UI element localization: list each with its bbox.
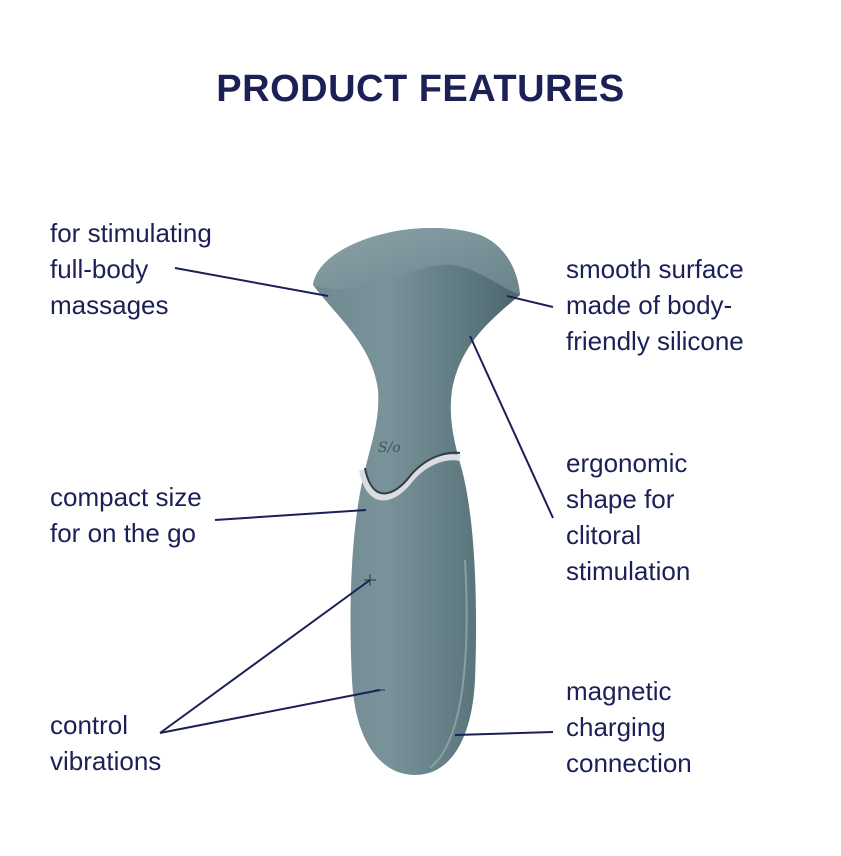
leader-line-compact: [214, 509, 367, 521]
feature-magnetic: magnetic charging connection: [566, 676, 692, 778]
page-title: PRODUCT FEATURES: [216, 68, 625, 110]
chrome-band-shadow: [364, 451, 461, 495]
feature-smooth-surface: smooth surface made of body- friendly si…: [566, 254, 744, 356]
product-silhouette: [313, 228, 520, 775]
leader-line-smooth: [506, 295, 554, 308]
chrome-band: [359, 454, 461, 501]
feature-compact: compact size for on the go: [50, 482, 202, 548]
product-head-top: [313, 228, 520, 295]
feature-full-body: for stimulating full-body massages: [50, 218, 212, 320]
leader-line-ergonomic: [469, 335, 554, 519]
leader-line-magnetic: [454, 731, 554, 736]
feature-control: control vibrations: [50, 710, 162, 776]
brand-logo: S/o: [378, 440, 401, 456]
leader-line-control-plus: [159, 579, 371, 734]
body-groove: [429, 559, 468, 769]
leader-line-full-body: [174, 267, 329, 297]
leader-line-control-minus: [159, 689, 381, 734]
feature-ergonomic: ergonomic shape for clitoral stimulation: [566, 448, 691, 586]
